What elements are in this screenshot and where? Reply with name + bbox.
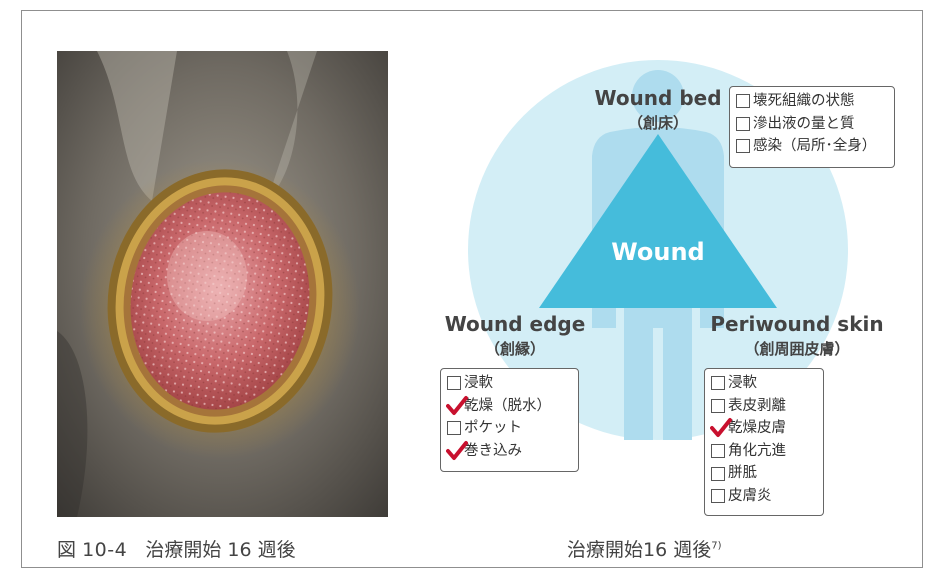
wound-edge-item-label: 巻き込み — [464, 440, 522, 463]
wound-edge-label: Wound edge （創縁） — [435, 312, 595, 359]
checked-checkbox-icon — [447, 441, 461, 461]
figure-caption: 図 10-4 治療開始 16 週後 — [57, 535, 296, 562]
wound-edge-item: ポケット — [447, 417, 572, 440]
checkbox-icon — [711, 441, 725, 461]
figure-prefix: 図 — [57, 539, 76, 561]
wound-edge-subtitle: （創縁） — [435, 338, 595, 359]
wound-bed-label: Wound bed （創床） — [578, 86, 738, 133]
wound-bed-item: 壊死組織の状態 — [736, 90, 888, 113]
periwound-item-label: 皮膚炎 — [728, 485, 772, 508]
wound-bed-item-label: 感染（局所･全身） — [753, 135, 876, 158]
wound-photo — [57, 51, 388, 517]
checkbox-icon — [447, 418, 461, 438]
wound-bed-subtitle: （創床） — [578, 112, 738, 133]
wound-edge-title: Wound edge — [435, 312, 595, 336]
periwound-title: Periwound skin — [698, 312, 896, 336]
periwound-item-label: 浸軟 — [728, 372, 757, 395]
checkbox-icon — [736, 136, 750, 156]
wound-bed-item: 感染（局所･全身） — [736, 135, 888, 158]
figure-number: 10-4 — [82, 539, 127, 561]
periwound-item: 浸軟 — [711, 372, 817, 395]
wound-bed-title: Wound bed — [578, 86, 738, 110]
periwound-item-label: 乾燥皮膚 — [728, 417, 786, 440]
periwound-label: Periwound skin （創周囲皮膚） — [698, 312, 896, 359]
wound-edge-item-label: 浸軟 — [464, 372, 493, 395]
checkbox-icon — [711, 373, 725, 393]
periwound-item-label: 角化亢進 — [728, 440, 786, 463]
checked-checkbox-icon — [447, 396, 461, 416]
wound-edge-item: 浸軟 — [447, 372, 572, 395]
checked-checkbox-icon — [711, 418, 725, 438]
wound-edge-item: 乾燥（脱水） — [447, 395, 572, 418]
periwound-item-label: 胼胝 — [728, 462, 757, 485]
diagram-caption-text: 治療開始16 週後 — [567, 539, 711, 561]
diagram-caption: 治療開始16 週後7) — [567, 535, 721, 562]
checkbox-icon — [736, 114, 750, 134]
checkbox-icon — [711, 396, 725, 416]
checkbox-icon — [711, 464, 725, 484]
wound-assessment-diagram: Wound Wound bed （創床） 壊死組織の状態滲出液の量と質感染（局所… — [430, 38, 900, 528]
wound-center-label: Wound — [578, 238, 738, 266]
wound-bed-item-label: 壊死組織の状態 — [753, 90, 855, 113]
wound-bed-checklist: 壊死組織の状態滲出液の量と質感染（局所･全身） — [729, 86, 895, 168]
wound-bed-item-label: 滲出液の量と質 — [753, 113, 855, 136]
periwound-subtitle: （創周囲皮膚） — [698, 338, 896, 359]
periwound-item-label: 表皮剥離 — [728, 395, 786, 418]
periwound-item: 乾燥皮膚 — [711, 417, 817, 440]
periwound-item: 胼胝 — [711, 462, 817, 485]
wound-edge-checklist: 浸軟乾燥（脱水）ポケット巻き込み — [440, 368, 579, 472]
wound-edge-item-label: ポケット — [464, 417, 522, 440]
figure-caption-text: 治療開始 16 週後 — [145, 539, 295, 561]
periwound-item: 皮膚炎 — [711, 485, 817, 508]
periwound-item: 表皮剥離 — [711, 395, 817, 418]
checkbox-icon — [447, 373, 461, 393]
wound-edge-item-label: 乾燥（脱水） — [464, 395, 551, 418]
wound-edge-item: 巻き込み — [447, 440, 572, 463]
wound-bed-item: 滲出液の量と質 — [736, 113, 888, 136]
periwound-item: 角化亢進 — [711, 440, 817, 463]
checkbox-icon — [711, 486, 725, 506]
checkbox-icon — [736, 91, 750, 111]
periwound-checklist: 浸軟表皮剥離乾燥皮膚角化亢進胼胝皮膚炎 — [704, 368, 824, 516]
reference-mark: 7) — [711, 541, 721, 552]
